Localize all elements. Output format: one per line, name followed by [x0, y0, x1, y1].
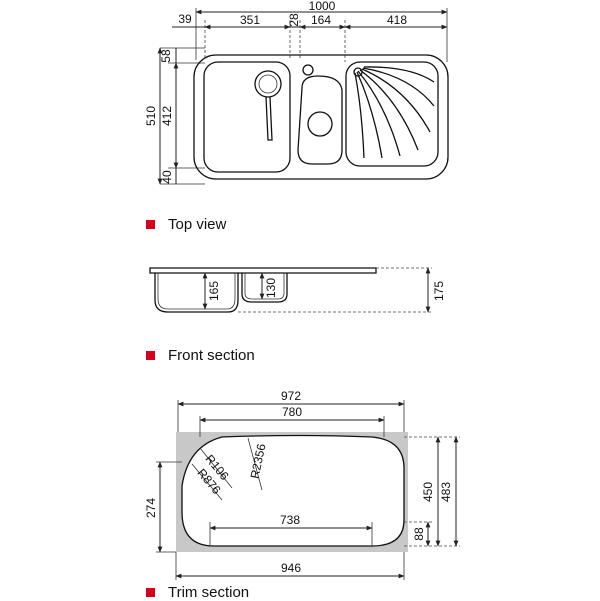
- dim-left-margin: 39: [178, 12, 192, 26]
- dim-bottom-margin: 40: [160, 170, 174, 184]
- dim-main-bowl-depth: 165: [207, 281, 221, 301]
- section-label: Trim section: [168, 584, 250, 601]
- dim-total-height: 175: [432, 281, 446, 301]
- dim-overall-depth: 510: [144, 106, 158, 126]
- dim-inner-depth: 450: [421, 482, 435, 502]
- dim-inner-top-width: 780: [282, 405, 302, 419]
- red-square-icon: [146, 351, 155, 360]
- dim-small-bowl-width: 164: [311, 13, 331, 27]
- dim-bottom-inner-width: 738: [280, 513, 300, 527]
- section-label: Top view: [168, 216, 227, 233]
- legend-top-view: Top view: [146, 216, 226, 233]
- dim-gap: 28: [287, 13, 301, 27]
- dim-left-depth: 274: [144, 498, 158, 518]
- dim-outer-width: 972: [281, 389, 301, 403]
- dim-bowl-depth: 412: [160, 106, 174, 126]
- dim-top-margin: 58: [159, 49, 173, 63]
- dim-small-bowl-depth: 130: [264, 278, 278, 298]
- dim-main-bowl-width: 351: [240, 13, 260, 27]
- red-square-icon: [146, 588, 155, 597]
- red-square-icon: [146, 220, 155, 229]
- front-section-drawing: 165 130 175: [149, 267, 446, 313]
- dim-drainer-width: 418: [387, 13, 407, 27]
- trim-band: [176, 432, 408, 552]
- dim-corner-depth: 88: [412, 527, 426, 541]
- top-view-drawing: 1000 39 351 28 164 418 58 510 412 40: [144, 0, 449, 185]
- legend-trim-section: Trim section: [146, 584, 249, 601]
- dim-outer-depth: 483: [439, 482, 453, 502]
- trim-section-drawing: 972 780 R106 R876 R2356 274 738 88 450 4…: [144, 389, 460, 580]
- legend-front-section: Front section: [146, 347, 255, 364]
- section-label: Front section: [168, 347, 255, 364]
- dim-bottom-width: 946: [281, 561, 301, 575]
- dim-overall-width: 1000: [309, 0, 336, 13]
